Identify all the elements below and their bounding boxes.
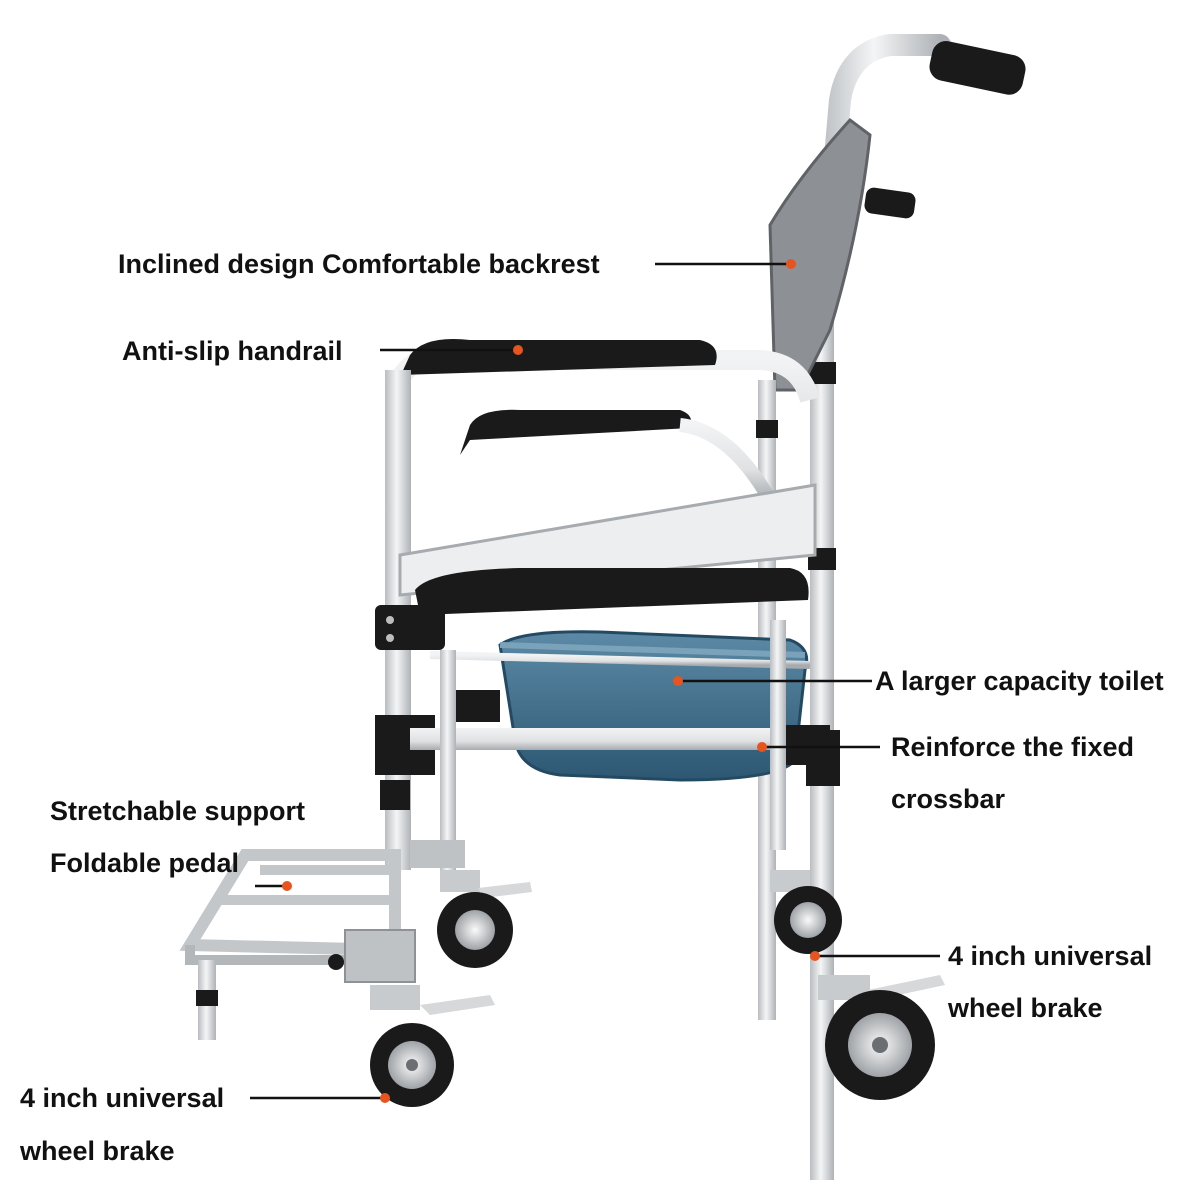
callout-toilet: A larger capacity toilet [875,666,1164,696]
callout-front-wheel-line1: 4 inch universal [20,1083,225,1113]
rear-wheel-marker [810,951,820,961]
armrest-far [460,409,692,455]
callout-pedal-line2: Foldable pedal [50,848,240,878]
crossbar-marker [757,742,767,752]
push-handle-grip [929,41,1026,95]
foldable-pedal [179,849,401,957]
backrest-panel [768,117,872,392]
rear-far-caster [770,870,842,954]
armrest-near [385,339,717,410]
seat-cushion [415,568,809,615]
callout-crossbar-line1: Reinforce the fixed [891,732,1135,762]
callout-handrail: Anti-slip handrail [122,336,343,366]
front-caster [370,985,495,1107]
marker-dots [282,259,820,1103]
pedal-marker [282,881,292,891]
callout-rear-wheel-line1: 4 inch universal [948,941,1153,971]
backrest-marker [786,259,796,269]
callout-rear-wheel-line2: wheel brake [948,993,1103,1023]
callout-front-wheel-line2: wheel brake [20,1136,175,1166]
leader-lines [250,262,940,1100]
fixed-crossbar [410,728,830,750]
callout-backrest: Inclined design Comfortable backrest [118,249,600,279]
front-far-caster [437,870,532,968]
handrail-marker [513,345,523,355]
toilet-marker [673,676,683,686]
front-wheel-marker [380,1093,390,1103]
callout-pedal-line1: Stretchable support [50,796,306,826]
callout-crossbar-line2: crossbar [891,784,1006,814]
side-panel [398,483,817,597]
rear-near-caster [818,975,945,1100]
